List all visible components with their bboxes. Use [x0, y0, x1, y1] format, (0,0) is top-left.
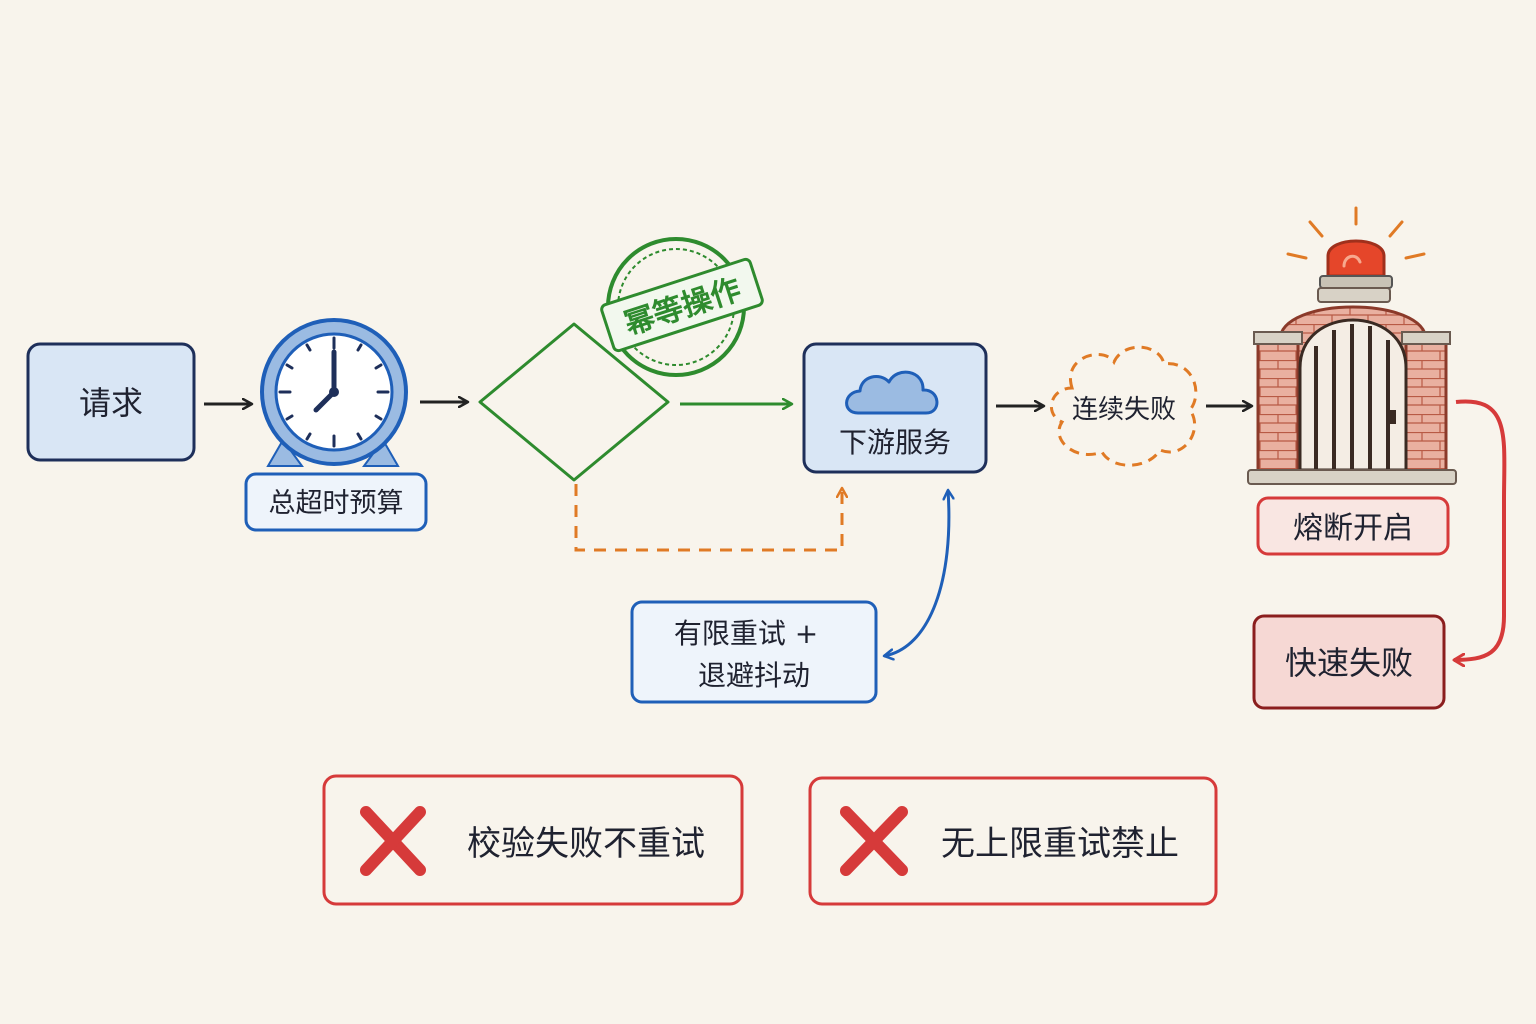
- alarm-clock-icon: [260, 318, 408, 467]
- retry-line1: 有限重试 +: [674, 617, 818, 650]
- request-node: 请求: [26, 342, 196, 462]
- red-x-icon: [360, 806, 426, 876]
- barred-gate-icon: [1247, 287, 1457, 485]
- rule-1-text: 校验失败不重试: [467, 824, 705, 864]
- fail-fast-node: 快速失败: [1252, 614, 1446, 710]
- fail-fast-label: 快速失败: [1285, 644, 1413, 682]
- circuit-open-label: 熔断开启: [1293, 511, 1413, 546]
- idempotent-stamp: 幂等操作: [600, 237, 764, 377]
- red-x-icon: [840, 806, 908, 876]
- consecutive-failures-node: 连续失败: [1050, 345, 1198, 467]
- retry-line2: 退避抖动: [698, 659, 810, 692]
- rule-no-retry-on-validation-failure: 校验失败不重试: [322, 774, 744, 906]
- arrow-retry-loop: [884, 490, 949, 656]
- bounded-retry-node: 有限重试 + 退避抖动: [630, 600, 878, 704]
- siren-light-icon: [1286, 206, 1426, 289]
- total-timeout-budget-label: 总超时预算: [269, 488, 404, 519]
- rule-2-text: 无上限重试禁止: [941, 824, 1179, 864]
- downstream-service-label: 下游服务: [839, 426, 951, 459]
- arrow-circuit-to-fail-fast: [1454, 399, 1507, 660]
- arrow-non-idempotent-path: [574, 484, 842, 552]
- cloud-icon: [845, 370, 939, 415]
- rule-no-unbounded-retry: 无上限重试禁止: [808, 776, 1218, 906]
- circuit-open-badge: 熔断开启: [1256, 496, 1450, 556]
- idempotent-decision: [478, 322, 670, 482]
- request-label: 请求: [79, 384, 143, 422]
- downstream-service-node: 下游服务: [802, 342, 988, 474]
- consecutive-failures-label: 连续失败: [1072, 395, 1176, 425]
- total-timeout-budget-badge: 总超时预算: [244, 472, 428, 532]
